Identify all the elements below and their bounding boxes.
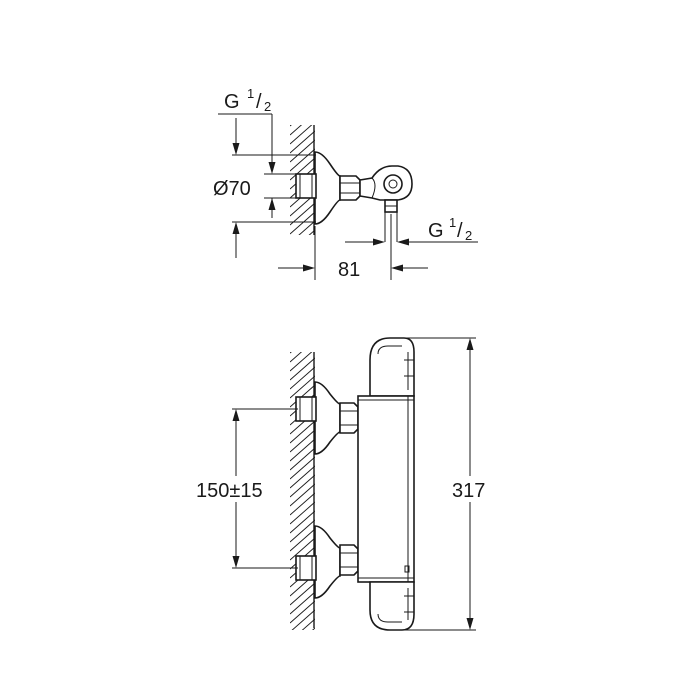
hatch-line: [290, 352, 313, 372]
thread-top-numerator: 1: [247, 86, 254, 101]
hatch-line: [290, 447, 315, 471]
hatch-line: [290, 528, 315, 552]
wall-flange-lower: [314, 525, 341, 599]
hatch-line: [290, 148, 315, 172]
hatch-line: [290, 637, 315, 659]
hatch-line: [290, 375, 315, 399]
depth-dimension: 81: [278, 214, 428, 281]
diameter-label: Ø70: [213, 178, 251, 200]
height-dimension: 317: [404, 337, 494, 631]
thread-top-denominator: 2: [264, 99, 271, 114]
hex-nut-top: [339, 175, 361, 201]
mixer-body-front: [357, 337, 415, 631]
thread-top-letter: G: [224, 91, 240, 113]
eccentric-connector-upper: [295, 396, 317, 422]
hatch-line: [290, 456, 315, 480]
thread-outlet-letter: G: [428, 220, 444, 242]
hatch-line: [290, 139, 315, 163]
hatch-line: [290, 130, 315, 154]
hatch-line: [298, 220, 315, 235]
side-view: G 1 / 2 Ø70: [213, 86, 478, 281]
hatch-line: [301, 618, 315, 630]
thread-size-top: G 1 / 2: [218, 86, 276, 174]
eccentric-connector-top: [295, 173, 317, 199]
hatch-line: [290, 646, 315, 668]
hatch-line: [290, 125, 303, 136]
hatch-line: [291, 609, 315, 630]
hatch-line: [290, 492, 315, 516]
hatch-line: [290, 655, 315, 677]
wall-flange-upper: [314, 381, 341, 455]
thread-size-outlet: G 1 / 2: [345, 212, 478, 246]
hatch-line: [290, 510, 315, 534]
hatch-line: [290, 357, 315, 381]
hatch-line: [290, 537, 315, 561]
hatch-line: [290, 239, 315, 261]
svg-text:/: /: [256, 91, 262, 113]
hatch-line: [290, 591, 315, 615]
hatch-line: [290, 352, 292, 354]
svg-text:/: /: [457, 220, 463, 242]
hatch-line: [290, 352, 303, 363]
height-label: 317: [452, 480, 485, 502]
hex-nut-upper: [339, 402, 359, 434]
hatch-line: [290, 211, 315, 235]
hatch-line: [308, 229, 315, 235]
hatch-line: [290, 465, 315, 489]
hatch-line: [290, 582, 315, 606]
hatch-line: [290, 366, 315, 390]
hatch-line: [290, 501, 315, 525]
spacing-label: 150±15: [196, 480, 263, 502]
hatch-line: [290, 483, 315, 507]
diameter-dimension: Ø70: [213, 118, 316, 258]
depth-label: 81: [338, 259, 360, 281]
thread-outlet-numerator: 1: [449, 215, 456, 230]
hatch-line: [290, 600, 315, 624]
hatch-line: [312, 627, 315, 630]
hatch-line: [290, 248, 315, 270]
hatch-line: [290, 474, 315, 498]
hatch-line: [290, 519, 315, 543]
eccentric-connector-lower: [295, 555, 317, 581]
hatch-line: [290, 125, 292, 127]
hatch-line: [290, 157, 315, 181]
hex-nut-lower: [339, 544, 359, 576]
inlet-spacing-dimension: 150±15: [194, 408, 298, 569]
hatch-line: [290, 95, 315, 117]
hatch-line: [290, 322, 315, 344]
hatch-line: [290, 384, 315, 408]
thread-outlet-denominator: 2: [465, 228, 472, 243]
wall-flange-top: [314, 151, 341, 225]
handle-knob-side: [383, 174, 403, 194]
hatch-line: [290, 429, 315, 453]
wall-hatch-bottom: [290, 322, 315, 677]
hatch-line: [290, 202, 315, 226]
hatch-line: [290, 420, 315, 444]
hatch-line: [290, 125, 313, 145]
hatch-line: [290, 438, 315, 462]
front-view: 150±15 317: [194, 322, 494, 677]
